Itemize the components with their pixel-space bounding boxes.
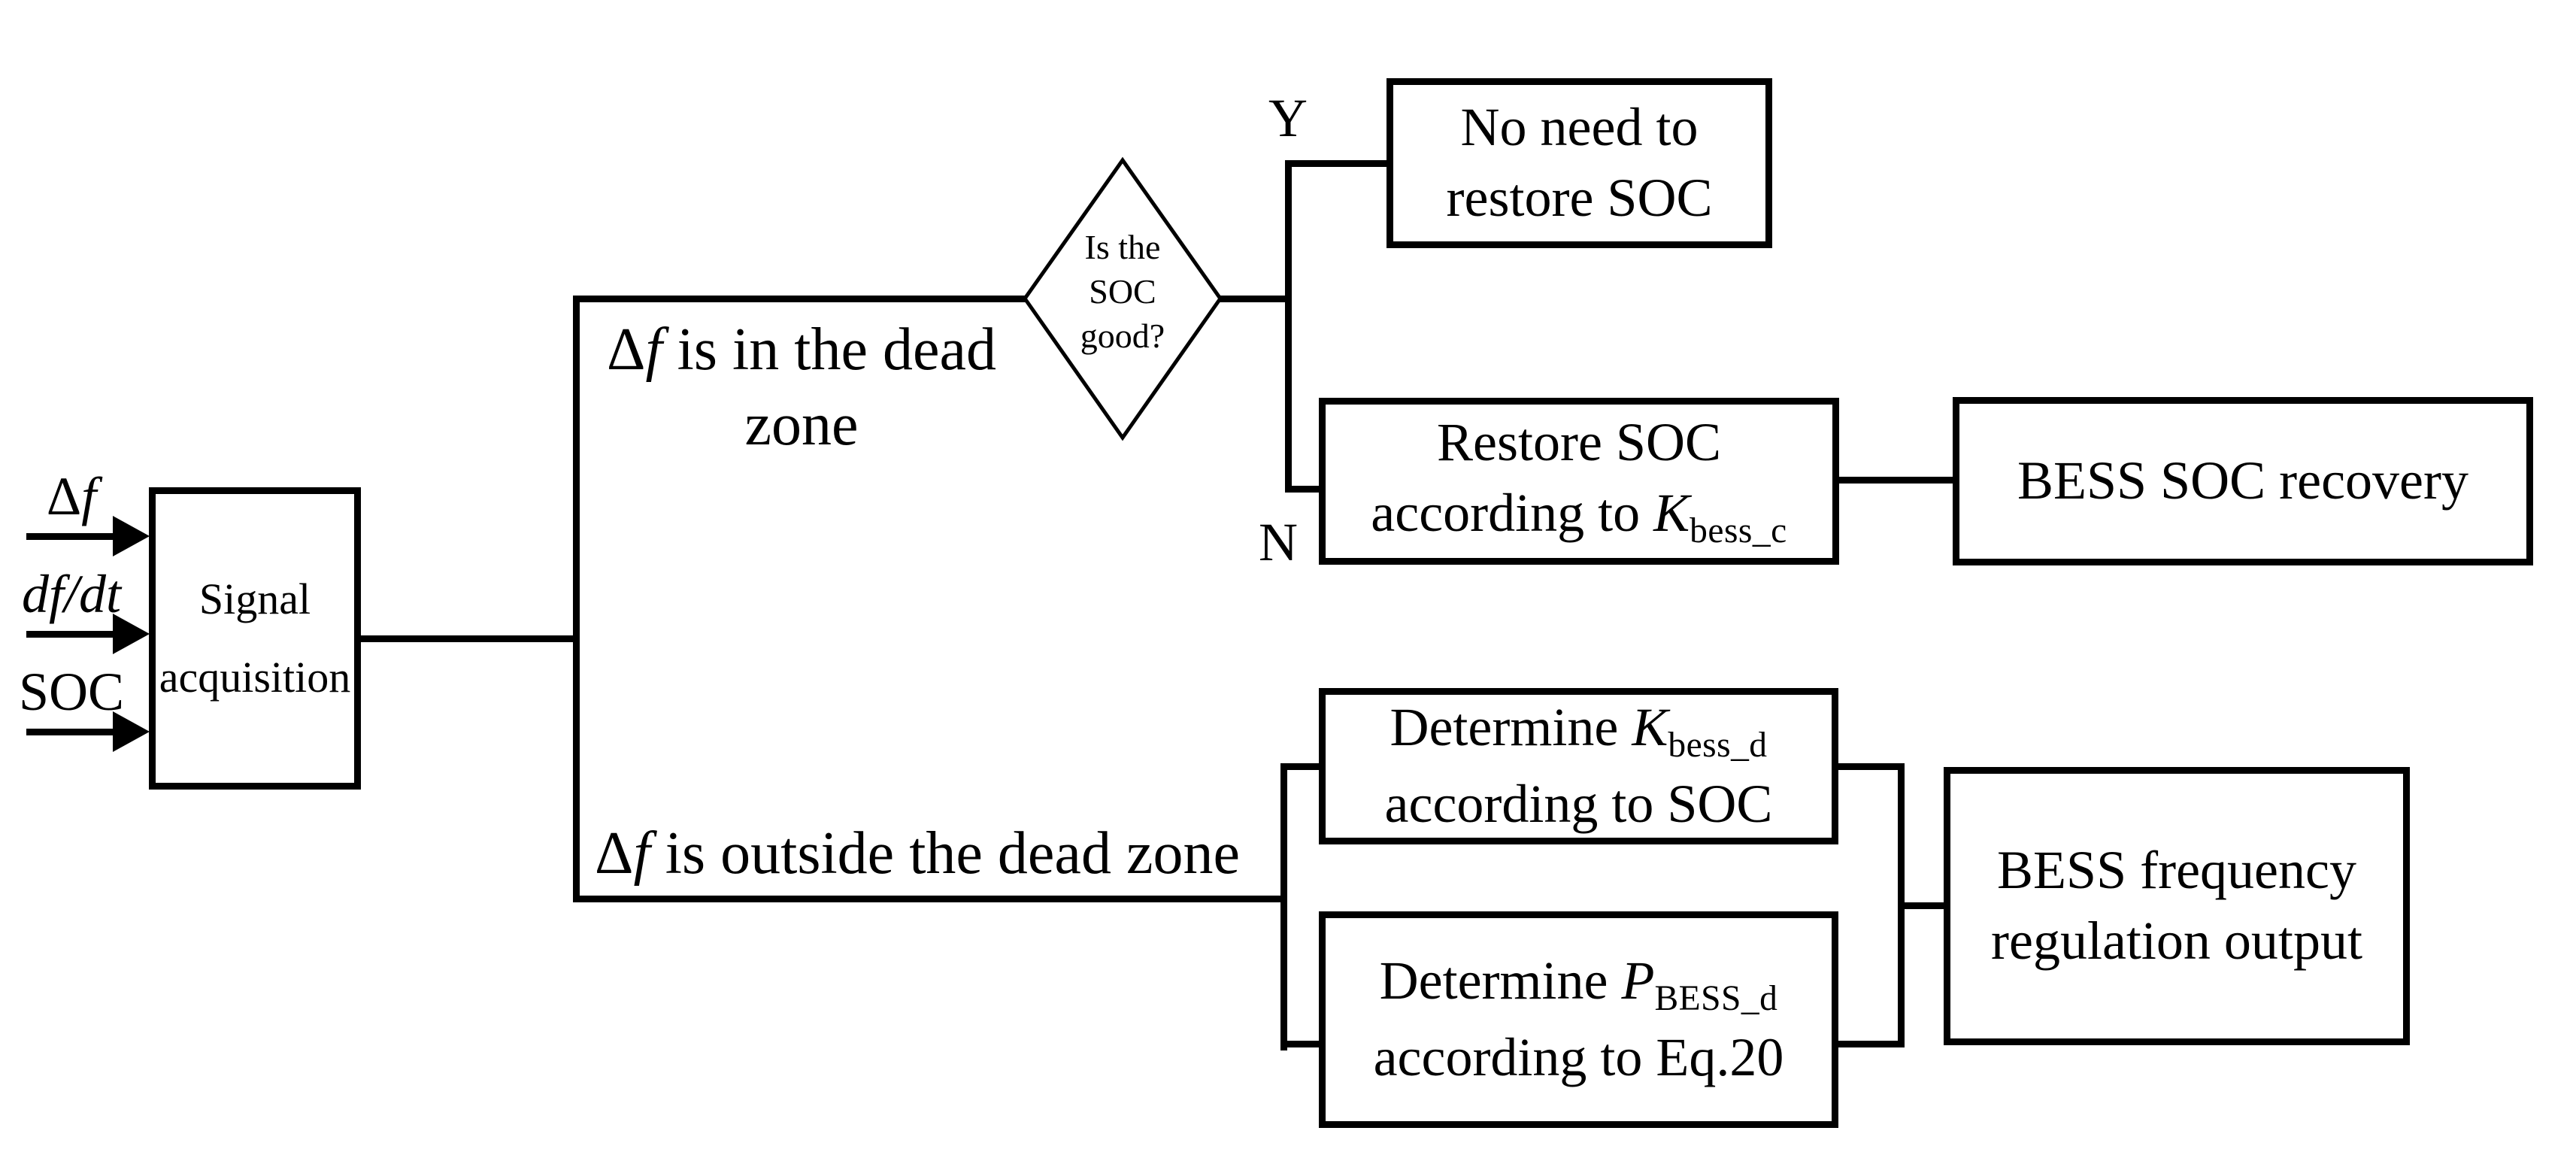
determine-k-line1: Determine Kbess_d [1390,697,1768,765]
input-label-delta-f: Δf [15,462,128,530]
soc-symbol: SOC [18,662,125,722]
delta-symbol: Δ [46,466,82,526]
label-yes: Y [1268,88,1308,148]
decision-line1: Is the [1084,228,1161,266]
k-bess-d-subscript: bess_d [1668,726,1768,765]
connector-no-branch [1285,486,1323,493]
k-bess-d-variable: K [1632,697,1668,758]
connector-p-in [1280,1041,1323,1047]
connector-bottom-branch [576,896,1286,902]
signal-line2: acquisition [159,653,351,702]
freq-line2: regulation output [1991,911,2362,971]
determine-k-line2: according to SOC [1384,774,1773,835]
connector-k-in [1280,763,1323,770]
branch-label-bottom: Δf is outside the dead zone [595,820,1240,887]
connector-left-bus [1280,763,1287,1050]
connector-yn-bus [1285,160,1292,492]
restore-line2: according to Kbess_c [1371,482,1787,551]
connector-yes-branch [1285,160,1390,167]
determine-k-box: Determine Kbess_d according to SOC [1319,688,1838,844]
bess-frequency-box: BESS frequency regulation output [1944,767,2410,1045]
arrow-head-icon [113,711,150,752]
branch-top-line1: Δf is in the dead [606,317,997,383]
restore-soc-box: Restore SOC according to Kbess_c [1319,398,1839,565]
connector-restore-to-recovery [1839,477,1956,484]
freq-line1: BESS frequency [1997,840,2356,901]
connector-p-out [1835,1041,1905,1047]
branch-top-line2: zone [744,392,859,458]
decision-line3: good? [1080,316,1165,355]
signal-line1: Signal [199,574,311,623]
restore-line1: Restore SOC [1437,412,1721,473]
determine-p-line2: according to Eq.20 [1373,1027,1784,1088]
input-arrow-delta-f [26,533,113,540]
k-bess-c-subscript: bess_c [1690,511,1787,551]
recovery-line1: BESS SOC recovery [2017,450,2468,511]
no-need-line1: No need to [1460,97,1699,158]
k-bess-c-variable: K [1653,482,1690,543]
input-arrow-soc [26,729,113,735]
no-need-box: No need to restore SOC [1386,78,1772,248]
connector-top-branch [576,296,1028,302]
connector-diamond-to-bus [1217,296,1292,302]
connector-k-out [1835,763,1905,770]
arrow-head-icon [113,516,150,556]
p-bess-d-subscript: BESS_d [1654,979,1778,1019]
branch-label-top: Δf is in the dead zone [576,312,1027,462]
p-bess-d-variable: P [1621,950,1655,1011]
no-need-line2: restore SOC [1446,168,1713,228]
input-label-soc: SOC [15,658,128,726]
connector-signal-output [361,635,579,642]
signal-acquisition-box: Signal acquisition [149,487,361,790]
connector-freq-in [1898,902,1947,909]
input-label-df-dt: df/dt [15,560,128,628]
arrow-head-icon [113,614,150,654]
determine-p-line1: Determine PBESS_d [1379,950,1778,1019]
df-dt-symbol: df/dt [21,564,121,624]
f-symbol: f [81,466,97,526]
bess-soc-recovery-box: BESS SOC recovery [1953,397,2533,565]
decision-text: Is the SOC good? [1025,226,1220,359]
decision-line2: SOC [1089,271,1156,311]
determine-p-box: Determine PBESS_d according to Eq.20 [1319,911,1838,1128]
label-no: N [1259,512,1298,572]
connector-branch-vertical [573,296,580,902]
input-arrow-df-dt [26,631,113,638]
